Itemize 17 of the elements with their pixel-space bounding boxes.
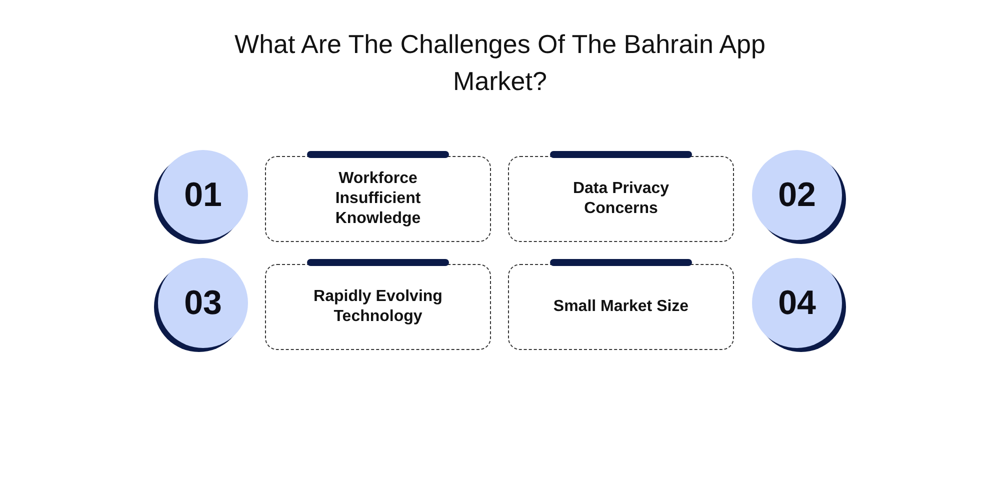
challenge-box	[508, 156, 734, 242]
challenge-text: Rapidly Evolving Technology	[312, 287, 444, 327]
step-number: 02	[778, 178, 816, 212]
number-circle	[752, 258, 846, 352]
number-circle	[154, 150, 248, 244]
challenge-box	[265, 156, 491, 242]
challenge-box	[508, 264, 734, 350]
number-circle	[752, 150, 846, 244]
challenge-text: Small Market Size	[553, 297, 689, 317]
step-number: 04	[778, 286, 816, 320]
title: What Are The Challenges Of The Bahrain App Market?	[234, 29, 766, 96]
challenge-text: Workforce Insufficient Knowledge	[334, 169, 422, 229]
step-number: 03	[184, 286, 222, 320]
number-circle	[154, 258, 248, 352]
step-number: 01	[184, 178, 222, 212]
challenge-text: Data Privacy Concerns	[572, 179, 670, 219]
challenge-box	[265, 264, 491, 350]
